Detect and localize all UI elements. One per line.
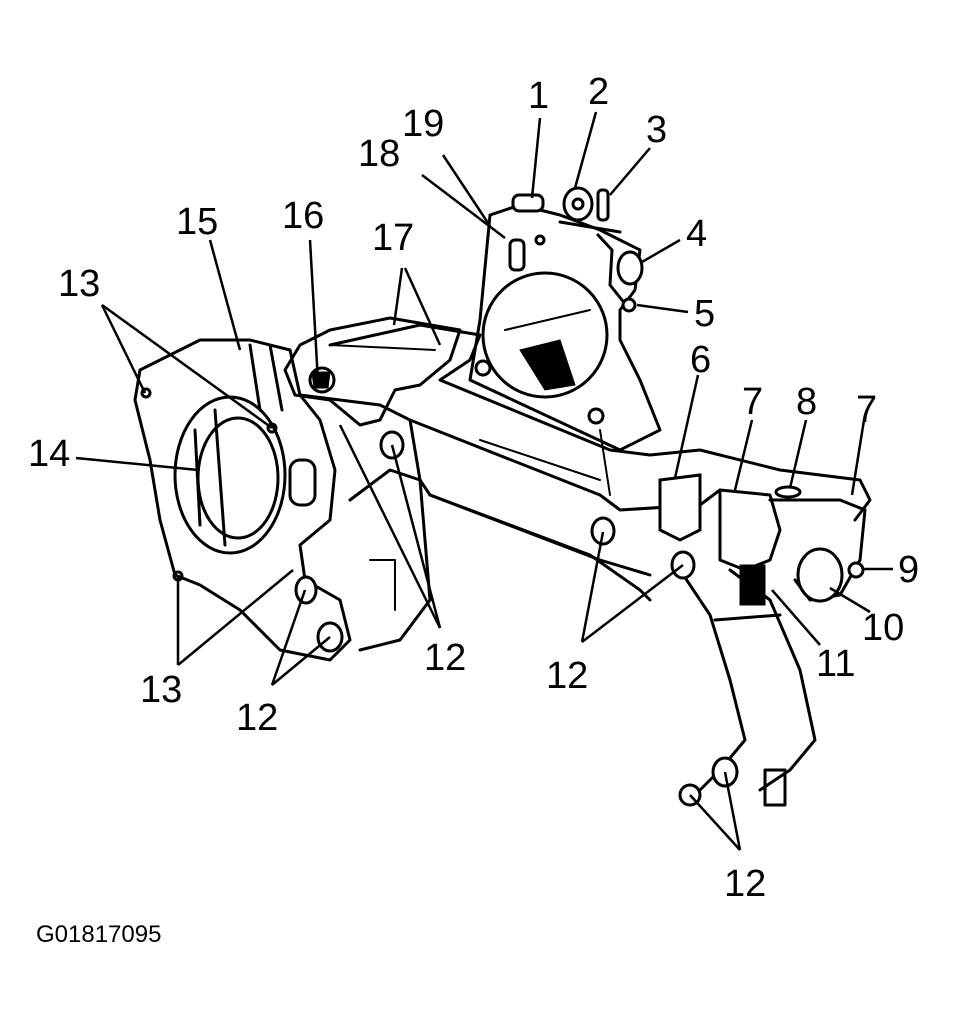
figure-id: G01817095 (36, 921, 161, 948)
callout-10: 10 (862, 607, 904, 649)
upper-plate (468, 203, 662, 452)
callout-5: 5 (694, 293, 715, 335)
right-mount (658, 473, 867, 606)
callout-labels: 1 2 3 4 5 6 7 8 7 9 10 11 19 18 17 16 15… (28, 71, 919, 905)
callout-14: 14 (28, 433, 70, 475)
right-upper-bosses (616, 250, 644, 313)
callout-3: 3 (646, 109, 667, 151)
callout-18: 18 (358, 133, 400, 175)
callout-1: 1 (528, 75, 549, 117)
callout-15: 15 (176, 201, 218, 243)
callout-8: 8 (796, 381, 817, 423)
callout-7-right: 7 (856, 389, 877, 431)
leader-lines (75, 111, 893, 851)
callout-17: 17 (372, 217, 414, 259)
callout-12-right: 12 (546, 655, 588, 697)
top-studs (511, 186, 622, 234)
callout-6: 6 (690, 339, 711, 381)
callout-4: 4 (686, 213, 707, 255)
callout-9: 9 (898, 549, 919, 591)
cross-beam (298, 323, 872, 602)
callout-19: 19 (402, 103, 444, 145)
callout-7-left: 7 (742, 381, 763, 423)
callout-13-bottom: 13 (140, 669, 182, 711)
callout-16: 16 (282, 195, 324, 237)
callout-12-center: 12 (424, 637, 466, 679)
callout-12-bottom: 12 (724, 863, 766, 905)
callout-2: 2 (588, 71, 609, 113)
callout-11: 11 (816, 643, 855, 685)
callout-12-left: 12 (236, 697, 278, 739)
callout-13-top: 13 (58, 263, 100, 305)
